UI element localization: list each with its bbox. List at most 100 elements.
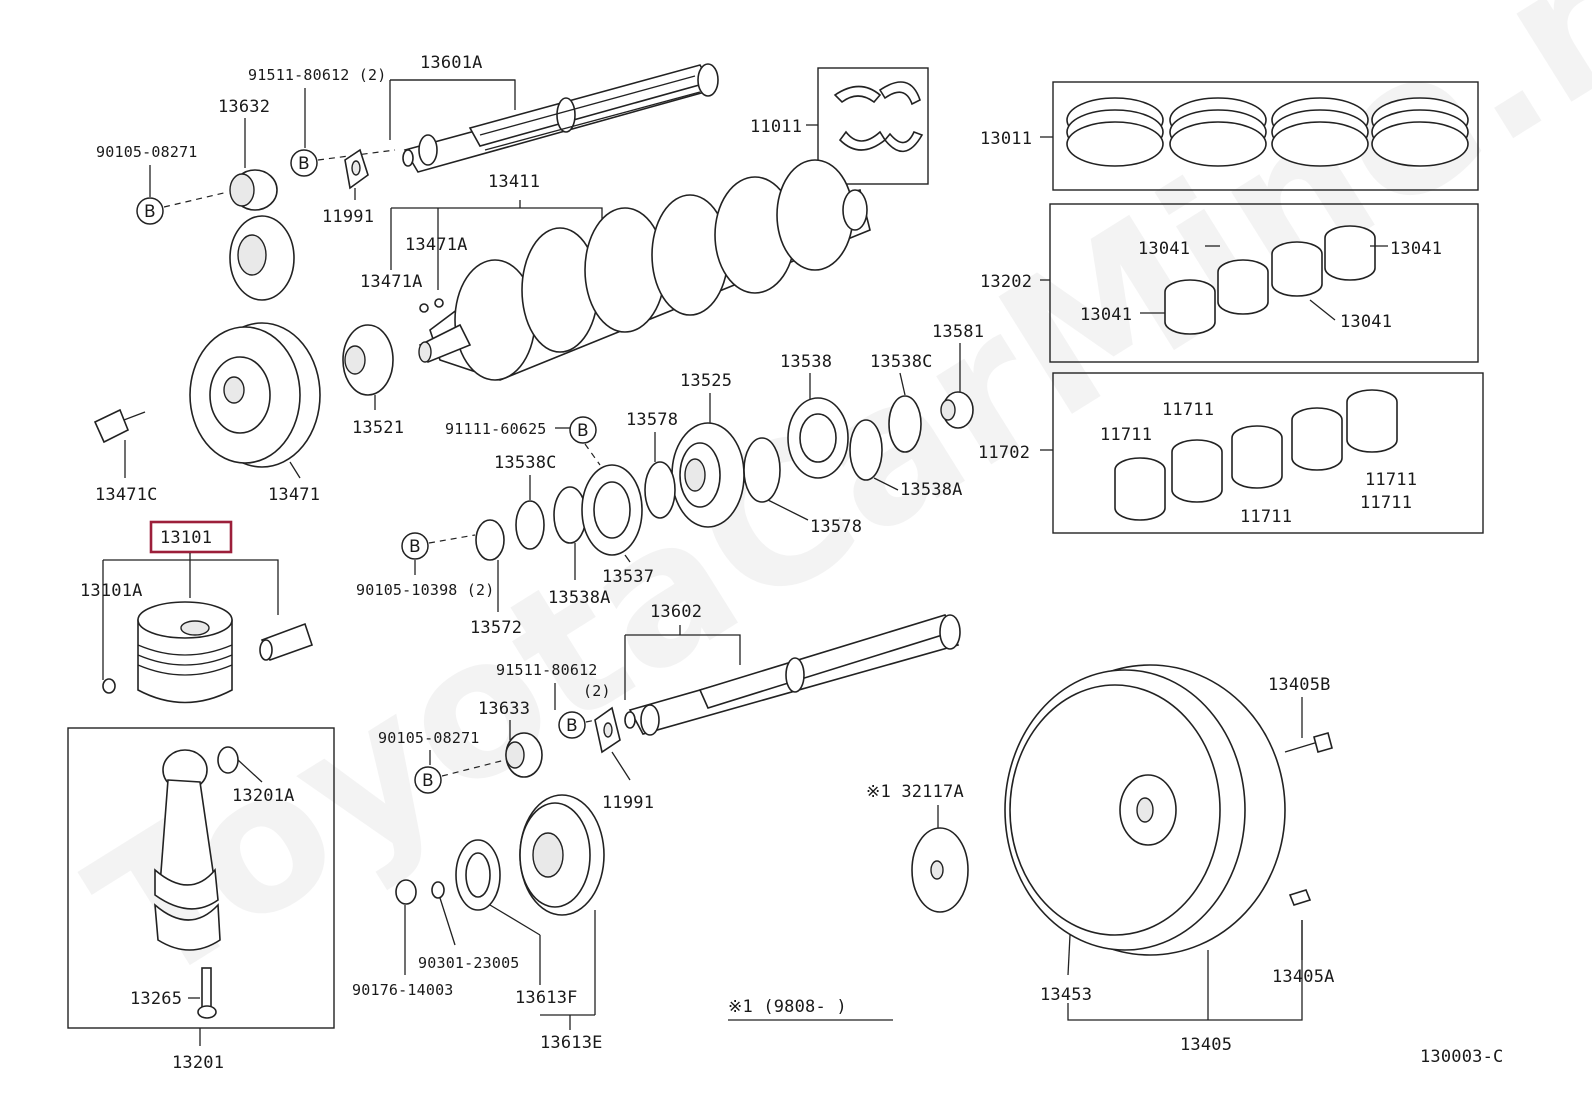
snapring-13538c-left[interactable]: [515, 500, 545, 550]
plate-11991-bottom[interactable]: [594, 706, 621, 754]
bearings-13041[interactable]: [1164, 225, 1376, 335]
label-13265: 13265: [130, 989, 182, 1009]
box-11011: [817, 67, 929, 185]
piston-rings-13011[interactable]: [1066, 97, 1469, 167]
connecting-rod-13201[interactable]: [154, 749, 221, 951]
label-11711-e: 11711: [1240, 507, 1292, 527]
label-32117a: ※1 32117A: [866, 782, 964, 802]
bearings-11711[interactable]: [1114, 389, 1398, 521]
label-13578-a: 13578: [626, 410, 678, 430]
label-11702: 11702: [978, 443, 1030, 463]
snapring-13538a-right[interactable]: [849, 419, 883, 481]
piston-13101[interactable]: [137, 601, 233, 704]
label-11711-c: 11711: [1365, 470, 1417, 490]
label-13411: 13411: [488, 172, 540, 192]
callout-b-3-letter: B: [577, 421, 589, 441]
label-13537: 13537: [602, 567, 654, 587]
crank-pulley-13471[interactable]: [189, 322, 321, 468]
thrust-washers-11011[interactable]: [833, 81, 924, 153]
label-13538c-right: 13538C: [870, 352, 933, 372]
label-13601a: 13601A: [420, 53, 483, 73]
label-13471a-b: 13471A: [360, 272, 423, 292]
timing-pulley-13613[interactable]: [519, 794, 605, 916]
label-90105-08271-bottom: 90105-08271: [378, 729, 480, 747]
label-13602: 13602: [650, 602, 702, 622]
seal-13613f[interactable]: [455, 839, 501, 911]
bolt-13265[interactable]: [197, 967, 217, 1019]
label-11991-bottom: 11991: [602, 793, 654, 813]
callout-b-1: [290, 149, 318, 177]
label-13613e: 13613E: [540, 1033, 603, 1053]
label-90105-08271-top: 90105-08271: [96, 143, 198, 161]
callout-b-4: [401, 532, 429, 560]
label-paren-2: (2): [583, 682, 611, 700]
camshaft-13601a[interactable]: [402, 63, 719, 173]
camshaft-13602[interactable]: [624, 614, 961, 736]
crankshaft-13411[interactable]: [418, 159, 871, 381]
flywheel-13405[interactable]: [1004, 664, 1286, 956]
label-13041-c: 13041: [1080, 305, 1132, 325]
label-13521: 13521: [352, 418, 404, 438]
plate-11991-top[interactable]: [344, 148, 369, 190]
label-13201: 13201: [172, 1053, 224, 1073]
plate-13537[interactable]: [581, 464, 643, 556]
label-13581: 13581: [932, 322, 984, 342]
snapring-13578-b[interactable]: [743, 437, 781, 503]
figure-code: 130003-C: [1420, 1047, 1503, 1067]
snapring-13101a[interactable]: [102, 678, 116, 694]
callout-b-6: [414, 766, 442, 794]
label-13471a-a: 13471A: [405, 235, 468, 255]
label-13041-d: 13041: [1340, 312, 1392, 332]
gear-13632[interactable]: [229, 169, 278, 211]
label-13453: 13453: [1040, 985, 1092, 1005]
label-91511-80612-2: 91511-80612 (2): [248, 66, 386, 84]
plug-90176-14003[interactable]: [395, 879, 417, 905]
callout-b-6-letter: B: [422, 771, 434, 791]
piston-pin[interactable]: [259, 622, 314, 662]
crank-gear-13521[interactable]: [342, 324, 394, 396]
callout-b-4-letter: B: [409, 537, 421, 557]
callout-b-5-letter: B: [566, 716, 578, 736]
label-91511-80612: 91511-80612: [496, 661, 598, 679]
snapring-13578-a[interactable]: [644, 461, 676, 519]
pin-13405a[interactable]: [1288, 889, 1312, 906]
key-13581[interactable]: [940, 391, 974, 429]
callout-b-3: [569, 416, 597, 444]
label-90105-10398-2: 90105-10398 (2): [356, 581, 494, 599]
gear-13525[interactable]: [671, 422, 745, 528]
bolt-13405b[interactable]: [1284, 732, 1333, 753]
label-11711-b: 11711: [1162, 400, 1214, 420]
label-13202: 13202: [980, 272, 1032, 292]
highlight-13101: [149, 520, 233, 554]
plate-13572[interactable]: [475, 519, 505, 561]
label-13578-b: 13578: [810, 517, 862, 537]
label-13538a-left: 13538A: [548, 588, 611, 608]
bushing-13201a[interactable]: [217, 746, 239, 774]
label-13041-b: 13041: [1390, 239, 1442, 259]
callout-b-2-letter: B: [144, 202, 156, 222]
label-13041-a: 13041: [1138, 239, 1190, 259]
box-11702: [1052, 372, 1484, 534]
label-13538a-right: 13538A: [900, 480, 963, 500]
bolt-13471c[interactable]: [93, 408, 146, 444]
snapring-13538a-left[interactable]: [553, 486, 587, 544]
snapring-13538c-right[interactable]: [888, 395, 922, 453]
label-13572: 13572: [470, 618, 522, 638]
box-13011: [1052, 81, 1479, 191]
label-13101a: 13101A: [80, 581, 143, 601]
label-13471: 13471: [268, 485, 320, 505]
washer-90301-23005[interactable]: [431, 881, 445, 899]
cam-gear-upper[interactable]: [229, 215, 295, 301]
gear-13633[interactable]: [505, 732, 543, 778]
label-13101[interactable]: 13101: [160, 528, 212, 548]
callout-b-1-letter: B: [298, 154, 310, 174]
plate-32117a[interactable]: [911, 827, 969, 913]
label-13525: 13525: [680, 371, 732, 391]
callout-b-5: [558, 711, 586, 739]
label-11011: 11011: [750, 117, 802, 137]
label-13538: 13538: [780, 352, 832, 372]
plate-13538[interactable]: [787, 397, 849, 479]
label-13633: 13633: [478, 699, 530, 719]
label-13538c-left: 13538C: [494, 453, 557, 473]
